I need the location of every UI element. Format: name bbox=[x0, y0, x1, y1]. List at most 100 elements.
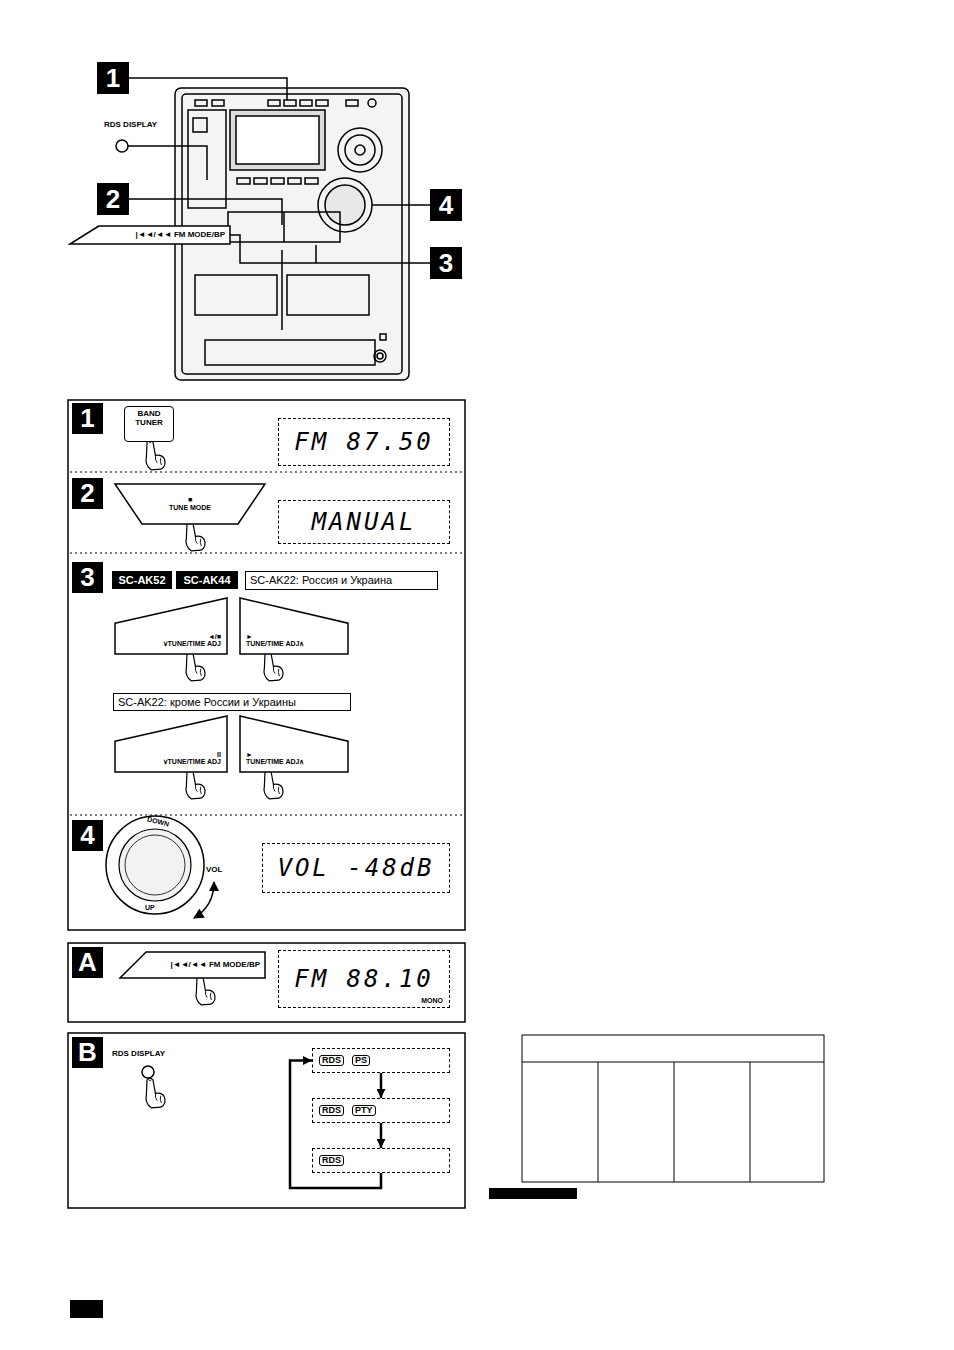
leader-line bbox=[372, 204, 430, 206]
node-text: 3 bbox=[80, 563, 94, 592]
model-box: SC-AK22: кроме России и Украины bbox=[113, 693, 351, 711]
node-text: 3 bbox=[439, 249, 453, 278]
headphone-jack-hole bbox=[377, 353, 383, 359]
node-text: MONO bbox=[421, 997, 443, 1005]
callout-number: 4 bbox=[430, 189, 462, 221]
callout-number: 1 bbox=[97, 62, 129, 94]
node-text: MANUAL bbox=[312, 509, 417, 535]
dotted-divider bbox=[70, 472, 463, 473]
knob-cap bbox=[119, 829, 191, 901]
black-bar bbox=[489, 1188, 577, 1199]
unit-button bbox=[305, 178, 318, 184]
table-rule bbox=[522, 1062, 824, 1063]
node-text: TUNE/TIME ADJ∧ bbox=[246, 758, 304, 766]
callout-number: A bbox=[72, 947, 103, 978]
display-glass bbox=[236, 116, 319, 164]
node-text: 1 bbox=[106, 64, 120, 93]
node-text: BAND TUNER bbox=[127, 410, 171, 428]
node-text: RDS bbox=[319, 1105, 344, 1117]
lcd-display: RDS bbox=[312, 1148, 450, 1173]
node-text: RDS bbox=[319, 1055, 344, 1067]
hand-icon bbox=[146, 1078, 165, 1108]
unit-button bbox=[316, 100, 328, 106]
tune-button: ◄/■∨TUNE/TIME ADJ bbox=[115, 598, 227, 654]
part-label: RDS DISPLAY bbox=[112, 1050, 165, 1059]
node-text: SC-AK44 bbox=[183, 574, 230, 586]
dotted-divider bbox=[70, 815, 463, 816]
node-text: |◄◄/◄◄ FM MODE/BP bbox=[136, 231, 225, 240]
callout-number: 1 bbox=[72, 403, 103, 434]
unit-button bbox=[237, 178, 250, 184]
shape-polygon bbox=[240, 598, 348, 654]
leader-line bbox=[240, 245, 430, 263]
unit-button bbox=[346, 100, 358, 106]
tape-divider bbox=[283, 212, 285, 242]
callout-number: 2 bbox=[97, 183, 129, 215]
tape-deck bbox=[287, 275, 369, 315]
callout-number: B bbox=[72, 1037, 103, 1068]
lcd-display: FM 88.10MONO bbox=[278, 950, 450, 1008]
callout-number: 4 bbox=[72, 820, 103, 851]
panel-frames bbox=[68, 400, 465, 1208]
unit-button bbox=[254, 178, 267, 184]
hand-icon bbox=[264, 769, 283, 799]
model-badge: SC-AK52 bbox=[112, 571, 172, 589]
dotted-divider bbox=[70, 553, 463, 554]
node-text: 4 bbox=[439, 191, 453, 220]
button-tag: |◄◄/◄◄ FM MODE/BP bbox=[70, 226, 230, 244]
hand-icon bbox=[186, 521, 205, 551]
model-badge: SC-AK44 bbox=[176, 571, 238, 589]
table-rule bbox=[750, 1062, 751, 1182]
shape-polygon bbox=[70, 226, 230, 244]
node-text: FM 88.10 bbox=[294, 966, 434, 992]
node-text: SC-AK22: Россия и Украина bbox=[250, 574, 392, 586]
node-text: ∨TUNE/TIME ADJ bbox=[163, 758, 221, 766]
callout-number: 3 bbox=[72, 562, 103, 593]
tape-controls bbox=[228, 212, 340, 242]
node-text: VOL -48dB bbox=[277, 855, 434, 881]
node-text: A bbox=[78, 948, 97, 977]
node-text: 2 bbox=[106, 185, 120, 214]
leader-line bbox=[315, 245, 317, 263]
node-text: ► bbox=[246, 751, 253, 759]
shape-polygon bbox=[115, 716, 227, 772]
node-text: RDS bbox=[319, 1155, 344, 1167]
shape-polygon bbox=[240, 716, 348, 772]
rds-display-button bbox=[116, 140, 128, 152]
node-text: SC-AK52 bbox=[118, 574, 165, 586]
volume-knob: DOWNUP bbox=[105, 815, 205, 915]
shape-polygon bbox=[115, 484, 265, 524]
eject-button bbox=[193, 118, 207, 132]
rds-display-button bbox=[142, 1066, 154, 1078]
node-text: ∨TUNE/TIME ADJ bbox=[163, 640, 221, 648]
page-number-box bbox=[70, 1300, 103, 1318]
headphone-jack bbox=[374, 350, 386, 362]
leader-lines bbox=[116, 78, 430, 263]
flow-arrow bbox=[380, 1073, 383, 1098]
tune-button: II∨TUNE/TIME ADJ bbox=[115, 716, 227, 772]
leader-line bbox=[230, 235, 240, 245]
flow-arrow bbox=[380, 1123, 383, 1148]
empty-table bbox=[522, 1035, 824, 1182]
shape-polygon bbox=[120, 952, 265, 978]
part-label: VOL bbox=[206, 866, 222, 875]
knob-ring bbox=[125, 835, 185, 895]
hand-icon bbox=[186, 769, 205, 799]
hand-icon bbox=[196, 975, 215, 1005]
lcd-display: FM 87.50 bbox=[278, 418, 450, 466]
panel-frame bbox=[68, 943, 465, 1022]
lcd-display: RDSPTY bbox=[312, 1098, 450, 1123]
unit-button bbox=[268, 100, 280, 106]
callout-number: 3 bbox=[430, 247, 462, 279]
leader-line bbox=[128, 146, 207, 180]
display-window bbox=[230, 110, 325, 170]
node-text: PS bbox=[352, 1055, 370, 1067]
unit-button bbox=[212, 100, 224, 106]
node-text: TUNE/TIME ADJ∧ bbox=[246, 640, 304, 648]
tape-deck bbox=[195, 275, 277, 315]
node-text: 2 bbox=[80, 479, 94, 508]
button: BAND TUNER bbox=[124, 406, 174, 442]
